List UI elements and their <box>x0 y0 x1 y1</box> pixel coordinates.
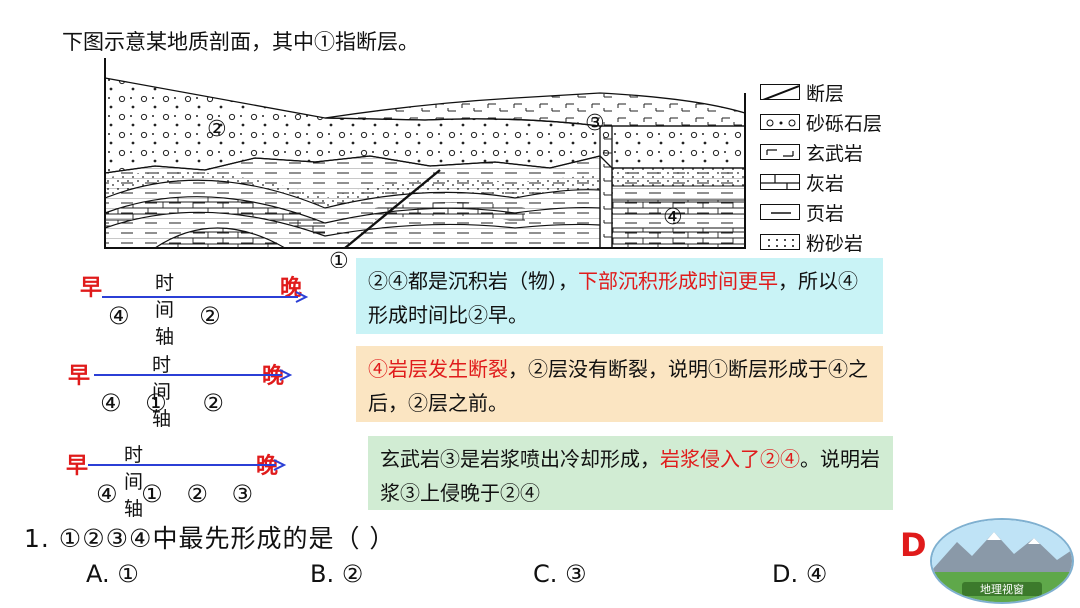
badge-text: 地理视窗 <box>980 582 1024 596</box>
logo-badge: 地理视窗 <box>930 518 1074 604</box>
legend-label: 灰岩 <box>806 172 845 195</box>
timeline-item: ① <box>141 480 163 508</box>
note-text: 玄武岩③是岩浆喷出冷却形成， <box>380 447 660 471</box>
timeline-item: ④ <box>108 302 130 330</box>
timeline-item: ④ <box>100 389 122 417</box>
timeline-arrow-icon <box>94 369 293 381</box>
timeline-order: ④ ② <box>108 302 221 330</box>
explanation-box-3: 玄武岩③是岩浆喷出冷却形成，岩浆侵入了②④。说明岩浆③上侵晚于②④ <box>368 436 893 510</box>
legend-item: 灰岩 <box>760 170 845 195</box>
timeline-item: ② <box>199 302 221 330</box>
legend-label: 页岩 <box>806 202 845 225</box>
legend-item: 砂砾石层 <box>760 110 883 135</box>
legend-label: 断层 <box>806 82 845 105</box>
timeline-item: ③ <box>231 480 253 508</box>
note-text: ，②层没有断裂，说明①断层形成于④之后，②层之前。 <box>368 357 868 415</box>
legend-item: 断层 <box>760 80 845 105</box>
siltstone-swatch-icon <box>760 234 800 250</box>
timeline-late-label: 晚 <box>280 276 303 301</box>
marker-1: ① <box>329 249 349 268</box>
note-text: ②④都是沉积岩（物）， <box>368 269 578 293</box>
question-text: 1. ①②③④中最先形成的是（ ） <box>24 524 396 553</box>
fault-swatch-icon <box>760 84 800 100</box>
note-highlight: 下部沉积形成时间更早 <box>578 269 778 293</box>
shale-swatch-icon <box>760 204 800 220</box>
timeline-early-label: 早 <box>66 454 89 479</box>
timeline-item: ② <box>202 389 224 417</box>
timeline-early-label: 早 <box>80 276 103 301</box>
note-highlight: 岩浆侵入了②④ <box>660 447 800 471</box>
gravel-swatch-icon <box>760 114 800 130</box>
timeline-item: ② <box>186 480 208 508</box>
explanation-box-2: ④岩层发生断裂，②层没有断裂，说明①断层形成于④之后，②层之前。 <box>356 346 883 422</box>
note-text: 。说明岩浆③上侵晚于②④ <box>380 447 880 505</box>
timeline-late-label: 晚 <box>256 454 279 479</box>
option-d[interactable]: D. ④ <box>772 560 828 588</box>
legend-label: 粉砂岩 <box>806 232 864 255</box>
legend-label: 玄武岩 <box>806 142 864 165</box>
geologic-cross-section: ② ③ ④ ① <box>104 58 746 268</box>
mountain-landscape-icon: 地理视窗 <box>932 520 1072 602</box>
timeline-axis-label: 时间轴 <box>155 272 175 348</box>
legend-item: 页岩 <box>760 200 845 225</box>
timeline-axis-label: 时间轴 <box>152 354 172 430</box>
option-b[interactable]: B. ② <box>310 560 364 588</box>
legend-item: 粉砂岩 <box>760 230 864 255</box>
marker-3: ③ <box>585 111 605 136</box>
option-a[interactable]: A. ① <box>86 560 139 588</box>
marker-2: ② <box>207 117 227 142</box>
timeline-late-label: 晚 <box>262 364 285 389</box>
note-highlight: ④岩层发生断裂 <box>368 357 508 381</box>
explanation-box-1: ②④都是沉积岩（物），下部沉积形成时间更早，所以④形成时间比②早。 <box>356 258 883 334</box>
limestone-swatch-icon <box>760 174 800 190</box>
intro-text: 下图示意某地质剖面，其中①指断层。 <box>62 30 419 54</box>
timeline-order: ④ ① ② ③ <box>96 480 253 508</box>
marker-4: ④ <box>663 205 683 230</box>
timeline-axis-label: 时间轴 <box>124 444 144 520</box>
timeline-arrow-icon <box>88 459 287 471</box>
legend-label: 砂砾石层 <box>806 112 883 135</box>
timeline-early-label: 早 <box>68 364 91 389</box>
timeline-arrow-icon <box>102 291 309 303</box>
timeline-item: ④ <box>96 480 118 508</box>
answer-label: D <box>900 526 927 564</box>
note-text: ，所以④形成时间比②早。 <box>368 269 858 327</box>
basalt-swatch-icon <box>760 144 800 160</box>
timeline-item: ① <box>145 389 167 417</box>
option-c[interactable]: C. ③ <box>533 560 587 588</box>
legend-item: 玄武岩 <box>760 140 864 165</box>
timeline-order: ④ ① ② <box>100 389 224 417</box>
